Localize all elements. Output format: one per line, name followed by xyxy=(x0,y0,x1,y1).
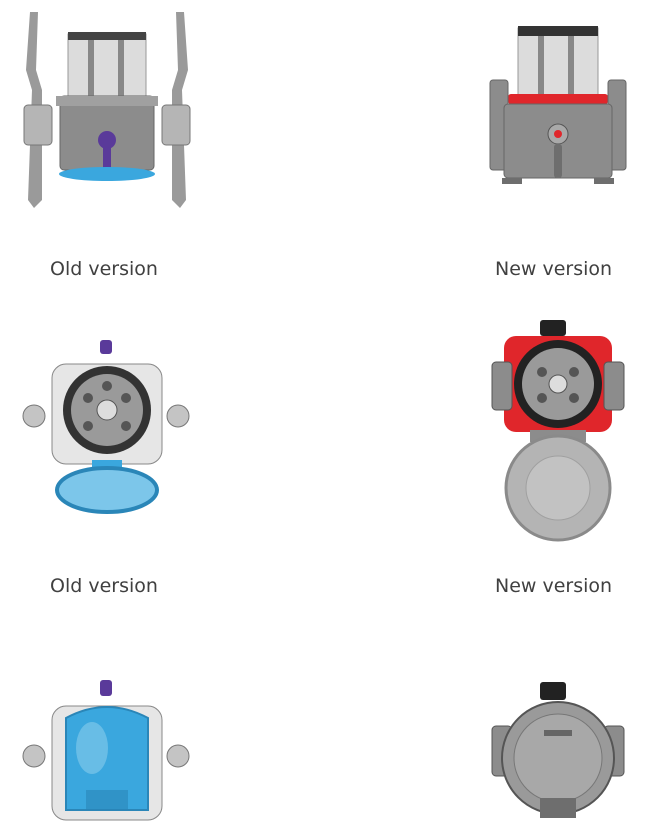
old-socket-front-open-image xyxy=(22,338,192,518)
new-socket-front-open-image xyxy=(490,318,630,543)
new-socket-front-closed-image xyxy=(490,680,630,825)
new-version-caption-row2: New version xyxy=(495,575,613,597)
old-socket-front-closed-image xyxy=(22,678,192,823)
old-version-caption-row1: Old version xyxy=(50,258,158,280)
new-socket-side-image xyxy=(488,18,628,203)
old-socket-side-image xyxy=(22,10,192,215)
old-version-caption-row2: Old version xyxy=(50,575,158,597)
new-version-caption-row1: New version xyxy=(495,258,613,280)
